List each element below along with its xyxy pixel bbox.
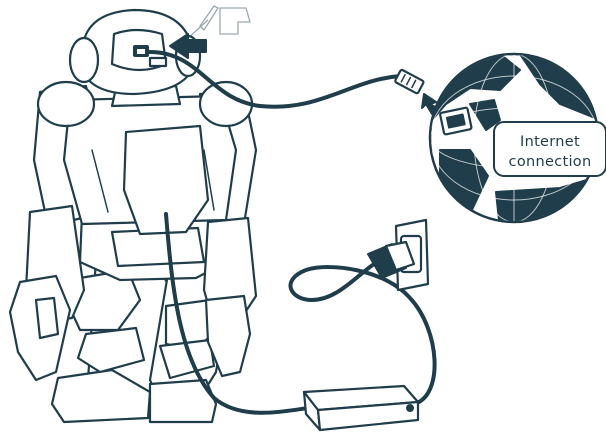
callout-line-1: Internet <box>520 134 580 150</box>
ethernet-port-detail <box>186 6 250 40</box>
internet-connection-callout: Internet connection <box>494 122 606 176</box>
callout-line-2: connection <box>509 154 592 170</box>
wall-outlet-icon <box>368 220 428 290</box>
power-adapter-icon <box>304 386 418 430</box>
robot-icon <box>10 10 256 422</box>
